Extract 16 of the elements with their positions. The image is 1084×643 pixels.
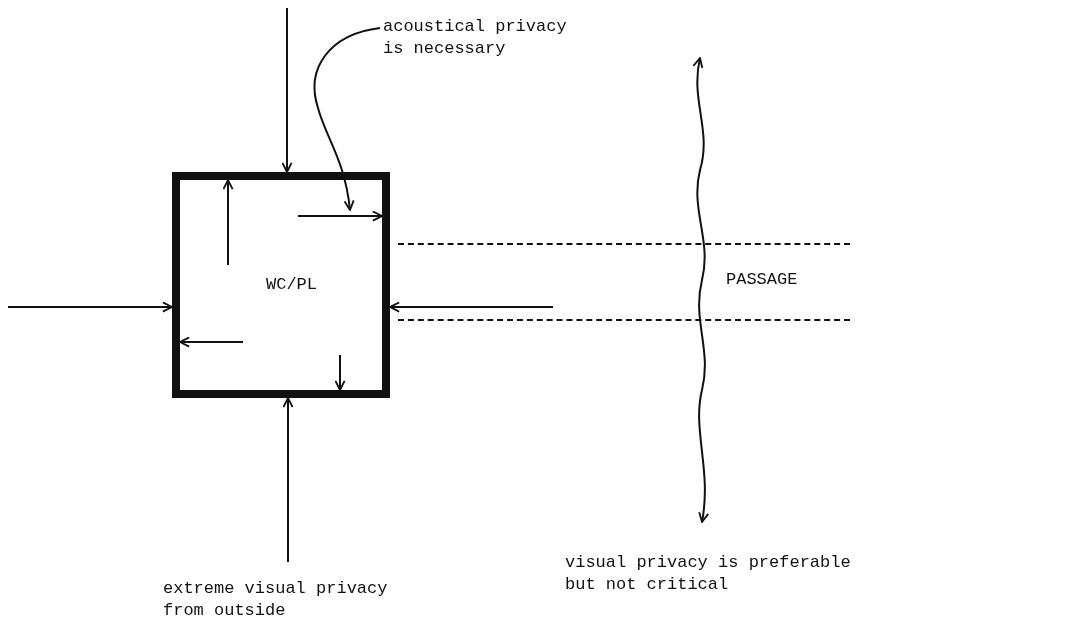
arrow [222,179,234,266]
arrow [282,397,294,563]
arrow [281,7,293,173]
arrow [334,354,346,391]
room-box [172,172,390,398]
arrow [7,301,173,313]
passage-label: PASSAGE [726,269,798,291]
arrow [179,336,244,348]
note-text: visual privacy is preferable but not critical [565,552,852,596]
room-label: WC/PL [266,274,317,296]
passage-band [398,243,850,321]
arrow [389,301,554,313]
note-text: extreme visual privacy from outside [163,578,389,622]
annotation-text: acoustical privacy is necessary [383,16,579,60]
arrow [297,210,383,222]
leader-line [313,27,381,211]
